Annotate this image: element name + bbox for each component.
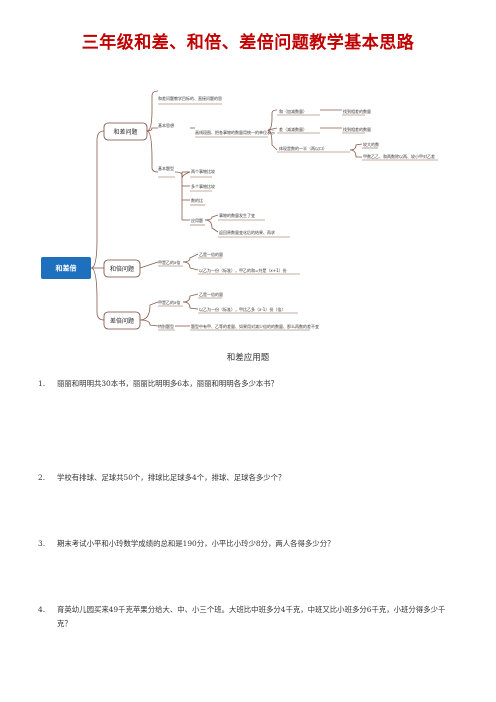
mm-label: 甲是乙的x倍: [158, 299, 180, 305]
mm-label: 体现是数的一半（两以口）: [279, 145, 327, 151]
mm-label: 和差问题教学目标的、直接问题的思: [158, 95, 222, 101]
mm-label: 乙是一倍的量: [199, 251, 223, 257]
branch-node-hecha: [103, 122, 148, 141]
question-text: 期末考试小平和小玲数学成绩的总和是190分，小平比小玲少8分，两人各得多少分？: [57, 539, 335, 548]
branch-node-hebei: [103, 259, 141, 278]
question-text: 学校有排球、足球共50个，排球比足球多4个，排球、足球各多少个？: [57, 473, 286, 482]
branch-label-hebei: 和倍问题: [110, 265, 134, 273]
branch-node-chabei: [103, 311, 141, 330]
question-item: 4. 育英幼儿园买来49千克苹果分给大、中、小三个班。大班比中班多分4千克，中班…: [38, 603, 458, 631]
question-number: 2.: [38, 473, 46, 482]
question-number: 1.: [38, 379, 46, 388]
mm-label: 特别题型: [158, 323, 174, 329]
mm-label: 数的比: [191, 197, 203, 203]
question-text: 丽丽和明明共30本书，丽丽比明明多6本，丽丽和明明各多少本书？: [57, 379, 279, 388]
mm-label: 较大的数: [363, 141, 379, 147]
question-item: 2. 学校有排球、足球共50个，排球比足球多4个，排球、足球各多少个？: [38, 471, 458, 485]
mm-label: 和（加减数量）: [279, 108, 307, 114]
mm-label: 以乙为一份（标准），甲乙的和=共是（x+1）份: [199, 267, 287, 273]
mm-label: 找到相差的数量: [343, 126, 371, 132]
mm-label: 事物的数量发生了变: [219, 212, 255, 218]
mm-label: 应用题: [191, 217, 203, 223]
mm-label: 甲是乙的x倍: [158, 259, 180, 265]
branch-label-chabei: 差倍问题: [110, 317, 134, 325]
mm-label: 找到相差的数量: [343, 108, 371, 114]
mm-label: 返回原数量变化后的结果、再求: [219, 229, 275, 235]
question-item: 1. 丽丽和明明共30本书，丽丽比明明多6本，丽丽和明明各多少本书？: [38, 377, 458, 391]
root-node: [41, 257, 91, 279]
page-title: 三年级和差、和倍、差倍问题教学基本思路: [81, 33, 415, 53]
mm-label: 多个事物比较: [191, 183, 215, 189]
mm-label: 题型中有甲、乙等的差量、如果用对减少倍的的数量、那么再数的差不变: [191, 323, 319, 329]
section-title: 和差应用题: [226, 353, 270, 363]
mm-label: 差（减减数量）: [279, 126, 307, 132]
mm-label: 画线段图、把各事物的数量用统一的单位表示: [195, 129, 275, 135]
question-item: 3. 期末考试小平和小玲数学成绩的总和是190分，小平比小玲少8分，两人各得多少…: [38, 537, 458, 551]
mm-label: 甲数乙乙、和两数除以两、较小甲对乙差: [363, 153, 435, 159]
question-number: 4.: [38, 605, 46, 614]
mm-label: 以乙为一份（标准），甲比乙多（x-1）份（倍）: [199, 306, 285, 312]
branch-label-hecha: 和差问题: [113, 128, 137, 136]
mind-map-diagram: 和差倍 和差问题 和倍问题 差倍问题 和差问题教学目标的、直接问题的思 基本思想…: [41, 90, 438, 331]
mm-label: 基本题型: [158, 165, 174, 171]
mm-label: 基本思想: [158, 122, 174, 128]
question-number: 3.: [38, 539, 46, 548]
mm-label: 两个事物比较: [191, 168, 215, 174]
question-text: 育英幼儿园买来49千克苹果分给大、中、小三个班。大班比中班多分4千克，中班又比小…: [57, 605, 446, 628]
root-node-label: 和差倍: [55, 264, 77, 273]
mm-label: 乙是一倍的量: [199, 291, 223, 297]
